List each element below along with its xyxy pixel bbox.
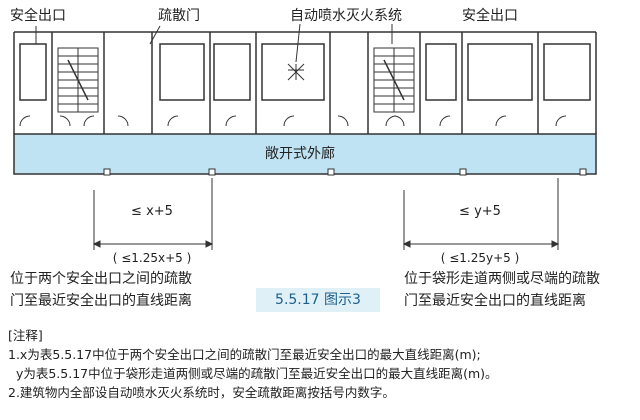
leader-lines <box>35 23 393 63</box>
stair-right <box>373 47 415 113</box>
desc-left-line-1: 位于两个安全出口之间的疏散 <box>10 271 192 287</box>
dim-right-alt: ( ≤1.25y+5 ) <box>441 251 520 265</box>
desc-left-line-2: 门至最近安全出口的直线距离 <box>10 293 192 309</box>
figure-label: 5.5.17 图示3 <box>256 288 380 312</box>
doors <box>19 115 567 127</box>
notes-line-1: 1.x为表5.5.17中位于两个安全出口之间的疏散门至最近安全出口的最大直线距离… <box>8 347 481 362</box>
desc-right-line-1: 位于袋形走道两侧或尽端的疏散 <box>404 271 600 287</box>
dim-right-main: ≤ y+5 <box>459 204 501 219</box>
building-rooms <box>13 31 597 134</box>
notes-line-2: y为表5.5.17中位于袋形走道两侧或尽端的疏散门至最近安全出口的最大直线距离(… <box>8 366 498 381</box>
desc-left: 位于两个安全出口之间的疏散 门至最近安全出口的直线距离 <box>10 268 192 312</box>
dimension-left <box>92 178 214 250</box>
corridor-posts <box>103 168 587 176</box>
stair-left <box>57 47 99 113</box>
desc-right: 位于袋形走道两侧或尽端的疏散 门至最近安全出口的直线距离 <box>404 268 600 312</box>
desc-right-line-2: 门至最近安全出口的直线距离 <box>404 293 586 309</box>
corridor-label: 敞开式外廊 <box>265 145 335 162</box>
dimension-right <box>402 178 560 250</box>
dim-left-alt: ( ≤1.25x+5 ) <box>113 251 192 265</box>
notes-line-3: 2.建筑物内全部设自动喷水灭火系统时，安全疏散距离按括号内数字。 <box>8 385 395 400</box>
label-exit-left: 安全出口 <box>10 7 66 24</box>
open-corridor <box>13 133 597 175</box>
label-exit-right: 安全出口 <box>462 7 518 24</box>
sprinkler-icon <box>287 63 305 81</box>
label-sprinkler: 自动喷水灭火系统 <box>290 8 402 24</box>
dim-left-main: ≤ x+5 <box>131 204 173 219</box>
notes: [注释] 1.x为表5.5.17中位于两个安全出口之间的疏散门至最近安全出口的最… <box>8 326 498 402</box>
notes-heading: [注释] <box>8 328 43 343</box>
label-evac-door: 疏散门 <box>158 8 200 24</box>
